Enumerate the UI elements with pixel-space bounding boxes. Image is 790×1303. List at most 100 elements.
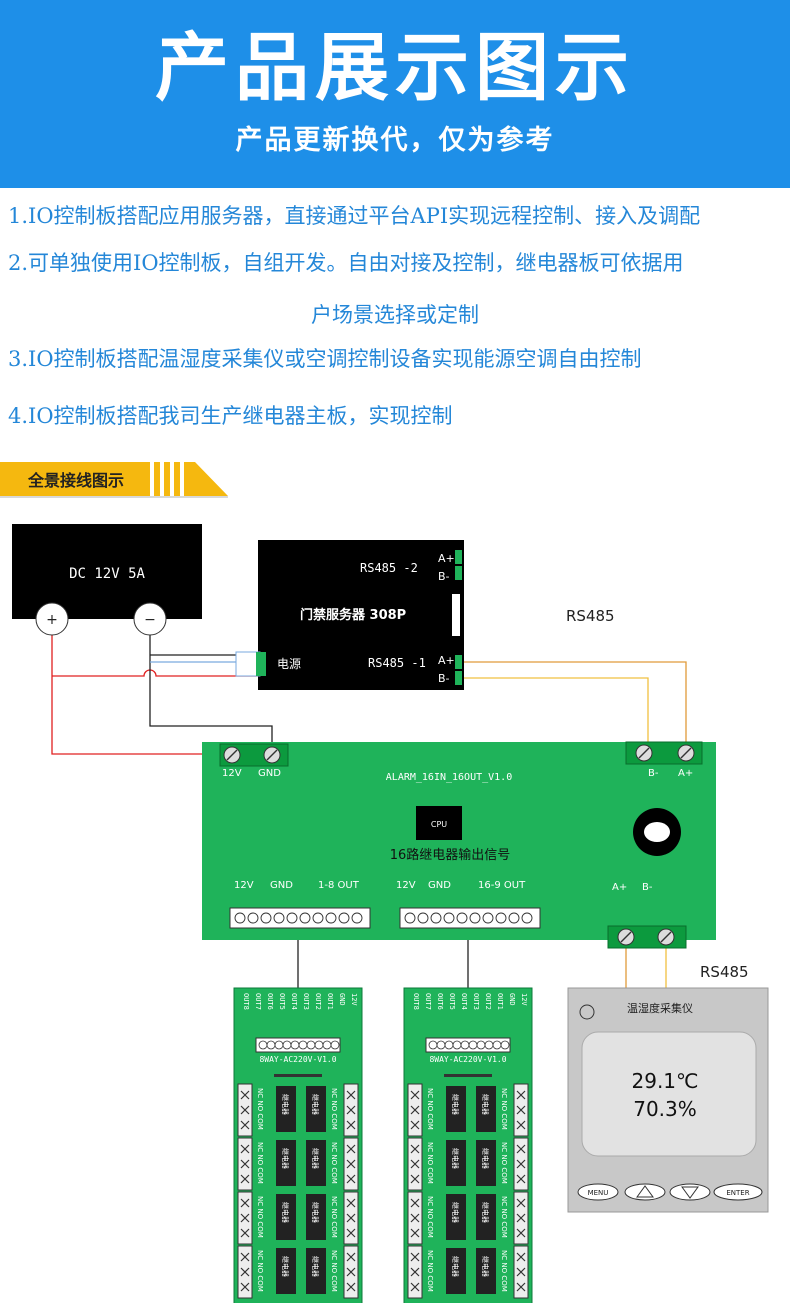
contact-label: NC NO COM (256, 1250, 264, 1292)
b-minus-label: B- (438, 570, 450, 583)
header-12v-label: 12V (234, 880, 254, 891)
triangle-down-icon (681, 1186, 699, 1199)
relay-label: 继电器 (281, 1148, 290, 1169)
header-out-label: 1-8 OUT (318, 880, 360, 891)
pin-label: OUT8 (412, 993, 420, 1010)
output-description: 16路继电器输出信号 (390, 847, 511, 863)
contact-label: NC NO COM (256, 1088, 264, 1130)
relay-label: 继电器 (311, 1094, 320, 1115)
page-title: 产品展示图示 (155, 25, 635, 111)
pin-label: 12V (520, 993, 528, 1006)
io-controller-board: 12V GND B- A+ ALARM_16IN_16OUT_V1.0 CPU … (202, 741, 716, 949)
pin-label: OUT4 (460, 993, 468, 1010)
svg-text:ENTER: ENTER (726, 1189, 749, 1197)
rs485-label: RS485 (700, 963, 749, 981)
relay-label: 继电器 (451, 1094, 460, 1115)
pin-label: GND (338, 993, 346, 1006)
pin-label: OUT3 (472, 993, 480, 1010)
relay-label: 继电器 (281, 1094, 290, 1115)
pin-label: GND (508, 993, 516, 1006)
relay-label: 继电器 (311, 1202, 320, 1223)
relay-board-right: OUT8 OUT7 OUT6 OUT5 OUT4 OUT3 OUT2 OUT1 … (403, 987, 533, 1303)
pin-label: OUT2 (484, 993, 492, 1010)
contact-label: NC NO COM (426, 1088, 434, 1130)
b-minus-label: B- (642, 882, 653, 893)
contact-label: NC NO COM (330, 1250, 338, 1292)
menu-button[interactable]: MENU (577, 1183, 619, 1201)
b-minus-label: B- (438, 672, 450, 685)
contact-label: NC NO COM (256, 1196, 264, 1238)
contact-label: NC NO COM (500, 1250, 508, 1292)
a-plus-label: A+ (438, 654, 455, 667)
contact-label: NC NO COM (500, 1196, 508, 1238)
pin-label: OUT7 (424, 993, 432, 1010)
b-minus-label: B- (648, 768, 659, 779)
contact-label: NC NO COM (500, 1088, 508, 1130)
relay-model: 8WAY-AC220V-V1.0 (429, 1055, 506, 1064)
rs485-1-label: RS485 -1 (368, 656, 426, 670)
contact-label: NC NO COM (256, 1142, 264, 1184)
rs485-label: RS485 (566, 607, 615, 625)
enter-button[interactable]: ENTER (713, 1183, 763, 1201)
relay-label: 继电器 (281, 1256, 290, 1277)
relay-label: 继电器 (451, 1256, 460, 1277)
power-port-label: 电源 (277, 657, 301, 671)
header-gnd-label: GND (270, 880, 293, 891)
relay-model: 8WAY-AC220V-V1.0 (259, 1055, 336, 1064)
contact-label: NC NO COM (426, 1250, 434, 1292)
header-out-label: 16-9 OUT (478, 880, 526, 891)
cpu-label: CPU (431, 820, 447, 829)
relay-label: 继电器 (281, 1202, 290, 1223)
pin-label: OUT3 (302, 993, 310, 1010)
pin-label: OUT6 (266, 993, 274, 1010)
contact-label: NC NO COM (426, 1196, 434, 1238)
a-plus-label: A+ (678, 768, 693, 779)
access-server: RS485 -2 A+ B- 门禁服务器 308P 电源 RS485 -1 A+… (235, 540, 464, 690)
relay-label: 继电器 (481, 1148, 490, 1169)
relay-label: 继电器 (451, 1148, 460, 1169)
pin-label: OUT4 (290, 993, 298, 1010)
relay-label: 继电器 (481, 1094, 490, 1115)
psu-label: DC 12V 5A (69, 566, 145, 582)
contact-label: NC NO COM (426, 1142, 434, 1184)
a-plus-label: A+ (612, 882, 627, 893)
triangle-up-icon (636, 1185, 654, 1198)
pin-label: OUT5 (278, 993, 286, 1010)
page-subtitle: 产品更新换代，仅为参考 (235, 125, 555, 156)
description-line: 2.可单独使用IO控制板，自组开发。自由对接及控制，继电器板可依据用 (8, 251, 684, 275)
board-model: ALARM_16IN_16OUT_V1.0 (386, 772, 512, 783)
pin-label: OUT2 (314, 993, 322, 1010)
description-line: 1.IO控制板搭配应用服务器，直接通过平台API实现远程控制、接入及调配 (8, 204, 701, 228)
contact-label: NC NO COM (330, 1142, 338, 1184)
power-gnd-label: GND (258, 768, 281, 779)
temperature-reading: 29.1℃ (632, 1069, 699, 1093)
relay-label: 继电器 (481, 1202, 490, 1223)
section-tag (0, 462, 228, 498)
svg-text:MENU: MENU (588, 1189, 609, 1197)
temp-humidity-sensor: 温湿度采集仪 29.1℃ 70.3% MENU ENTER (567, 987, 769, 1213)
section-label: 全景接线图示 (28, 471, 125, 490)
relay-label: 继电器 (311, 1256, 320, 1277)
pin-label: OUT1 (326, 993, 334, 1010)
down-button[interactable] (669, 1183, 711, 1201)
pin-label: OUT1 (496, 993, 504, 1010)
contact-label: NC NO COM (330, 1196, 338, 1238)
description-line: 3.IO控制板搭配温湿度采集仪或空调控制设备实现能源空调自由控制 (8, 347, 642, 371)
rs485-2-label: RS485 -2 (360, 561, 418, 575)
power-supply: DC 12V 5A + − (12, 524, 202, 636)
header-12v-label: 12V (396, 880, 416, 891)
description-line: 4.IO控制板搭配我司生产继电器主板，实现控制 (8, 404, 453, 428)
pin-label: 12V (350, 993, 358, 1006)
humidity-reading: 70.3% (633, 1097, 697, 1121)
contact-label: NC NO COM (500, 1142, 508, 1184)
a-plus-label: A+ (438, 552, 455, 565)
relay-label: 继电器 (311, 1148, 320, 1169)
contact-label: NC NO COM (330, 1088, 338, 1130)
pin-label: OUT7 (254, 993, 262, 1010)
header-banner: 产品展示图示 产品更新换代，仅为参考 (0, 0, 790, 188)
relay-label: 继电器 (451, 1202, 460, 1223)
minus-terminal: − (144, 612, 156, 628)
up-button[interactable] (624, 1183, 666, 1201)
power-12v-label: 12V (222, 768, 242, 779)
